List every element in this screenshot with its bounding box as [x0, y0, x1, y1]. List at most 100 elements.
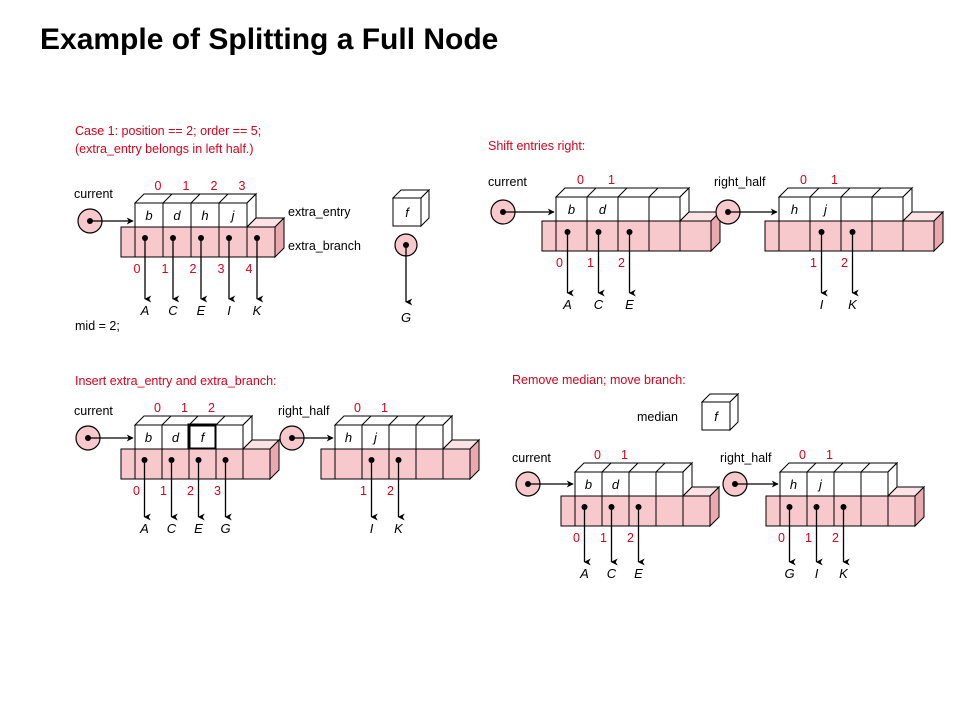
entry-cell — [134, 424, 163, 450]
branch-cell — [388, 448, 417, 480]
entry-key: d — [172, 430, 180, 445]
branch-index: 0 — [573, 531, 580, 545]
entry-cell — [215, 424, 244, 450]
entry-key: h — [791, 202, 798, 217]
branch-target: C — [594, 297, 604, 312]
entry-cell — [840, 196, 873, 222]
entry-top-divider — [809, 187, 820, 198]
branch-cell — [188, 448, 217, 480]
entry-key: h — [345, 430, 352, 445]
entry-cell — [574, 471, 603, 497]
branch-cell — [361, 448, 390, 480]
entry-index: 3 — [239, 179, 246, 193]
entry-key: b — [568, 202, 575, 217]
entry-top-divider — [860, 462, 871, 473]
branch-index: 3 — [218, 262, 225, 276]
panel-insert: Insert extra_entry and extra_branch:curr… — [74, 374, 481, 536]
branch-index: 1 — [360, 484, 367, 498]
entry-cell — [648, 196, 681, 222]
branch-target: A — [140, 303, 150, 318]
branch-row-lip — [541, 220, 557, 252]
branch-cell — [871, 220, 904, 252]
pointer-label: current — [74, 187, 113, 201]
panel-median: Remove median; move branch: median f curren… — [512, 373, 926, 581]
entry-index: 0 — [154, 401, 161, 415]
branch-index: 2 — [190, 262, 197, 276]
entry-cell — [628, 471, 657, 497]
entry-top-divider — [415, 415, 426, 426]
entry-key: j — [230, 208, 236, 223]
panel-caption: Remove median; move branch: — [512, 373, 686, 387]
entry-key: j — [372, 430, 378, 445]
entry-top-divider — [388, 415, 399, 426]
entry-key: d — [173, 208, 181, 223]
branch-cell — [809, 220, 842, 252]
branch-cell — [190, 226, 220, 258]
entry-cell — [833, 471, 862, 497]
entry-key: b — [145, 208, 152, 223]
entry-top-divider — [655, 462, 666, 473]
branch-cell — [778, 220, 811, 252]
branch-index: 2 — [841, 256, 848, 270]
entry-key: b — [145, 430, 152, 445]
branch-row-lip — [320, 448, 336, 480]
branch-target: I — [820, 297, 824, 312]
branch-index: 2 — [832, 531, 839, 545]
entry-index: 1 — [826, 448, 833, 462]
entry-key: f — [201, 430, 206, 445]
branch-index: 3 — [214, 484, 221, 498]
branch-cell — [806, 495, 835, 527]
entry-cell — [871, 196, 904, 222]
branch-cell — [218, 226, 248, 258]
panel-caption: (extra_entry belongs in left half.) — [75, 142, 254, 156]
branch-cell — [134, 226, 164, 258]
branch-row-lip — [764, 220, 780, 252]
branch-target: G — [220, 521, 230, 536]
extra-branch-label: extra_branch — [288, 239, 361, 253]
entry-top-divider — [806, 462, 817, 473]
branch-cell — [648, 220, 681, 252]
branch-target: A — [562, 297, 572, 312]
median-label: median — [637, 410, 678, 424]
entry-cell — [601, 471, 630, 497]
branch-target: I — [815, 566, 819, 581]
branch-cell — [161, 448, 190, 480]
branch-cell — [246, 226, 276, 258]
entry-index: 1 — [381, 401, 388, 415]
branch-cell — [334, 448, 363, 480]
branch-cell — [574, 495, 603, 527]
entry-index: 1 — [183, 179, 190, 193]
pointer-label: current — [512, 451, 551, 465]
branch-target: E — [634, 566, 643, 581]
entry-cell — [586, 196, 619, 222]
entry-key: h — [201, 208, 208, 223]
entry-top-divider — [833, 462, 844, 473]
entry-top-divider — [648, 187, 659, 198]
pointer-label: right_half — [720, 451, 772, 465]
panel-caption: Shift entries right: — [488, 139, 585, 153]
entry-top-divider — [161, 415, 172, 426]
branch-target: K — [394, 521, 404, 536]
branch-index: 2 — [618, 256, 625, 270]
branch-cell — [840, 220, 873, 252]
entry-box-key: f — [714, 409, 719, 424]
branch-index: 2 — [187, 484, 194, 498]
branch-index: 1 — [160, 484, 167, 498]
branch-target: C — [607, 566, 617, 581]
branch-index: 2 — [387, 484, 394, 498]
entry-top-divider — [218, 193, 229, 204]
entry-cell — [415, 424, 444, 450]
branch-cell — [215, 448, 244, 480]
entry-index: 1 — [831, 173, 838, 187]
entry-key: j — [817, 477, 823, 492]
entry-top-divider — [840, 187, 851, 198]
entry-top-divider — [190, 193, 201, 204]
entry-index: 0 — [577, 173, 584, 187]
branch-target: E — [194, 521, 203, 536]
entry-cell — [161, 424, 190, 450]
branch-target: K — [839, 566, 849, 581]
entry-index: 1 — [621, 448, 628, 462]
branch-target: A — [579, 566, 589, 581]
branch-index: 1 — [587, 256, 594, 270]
